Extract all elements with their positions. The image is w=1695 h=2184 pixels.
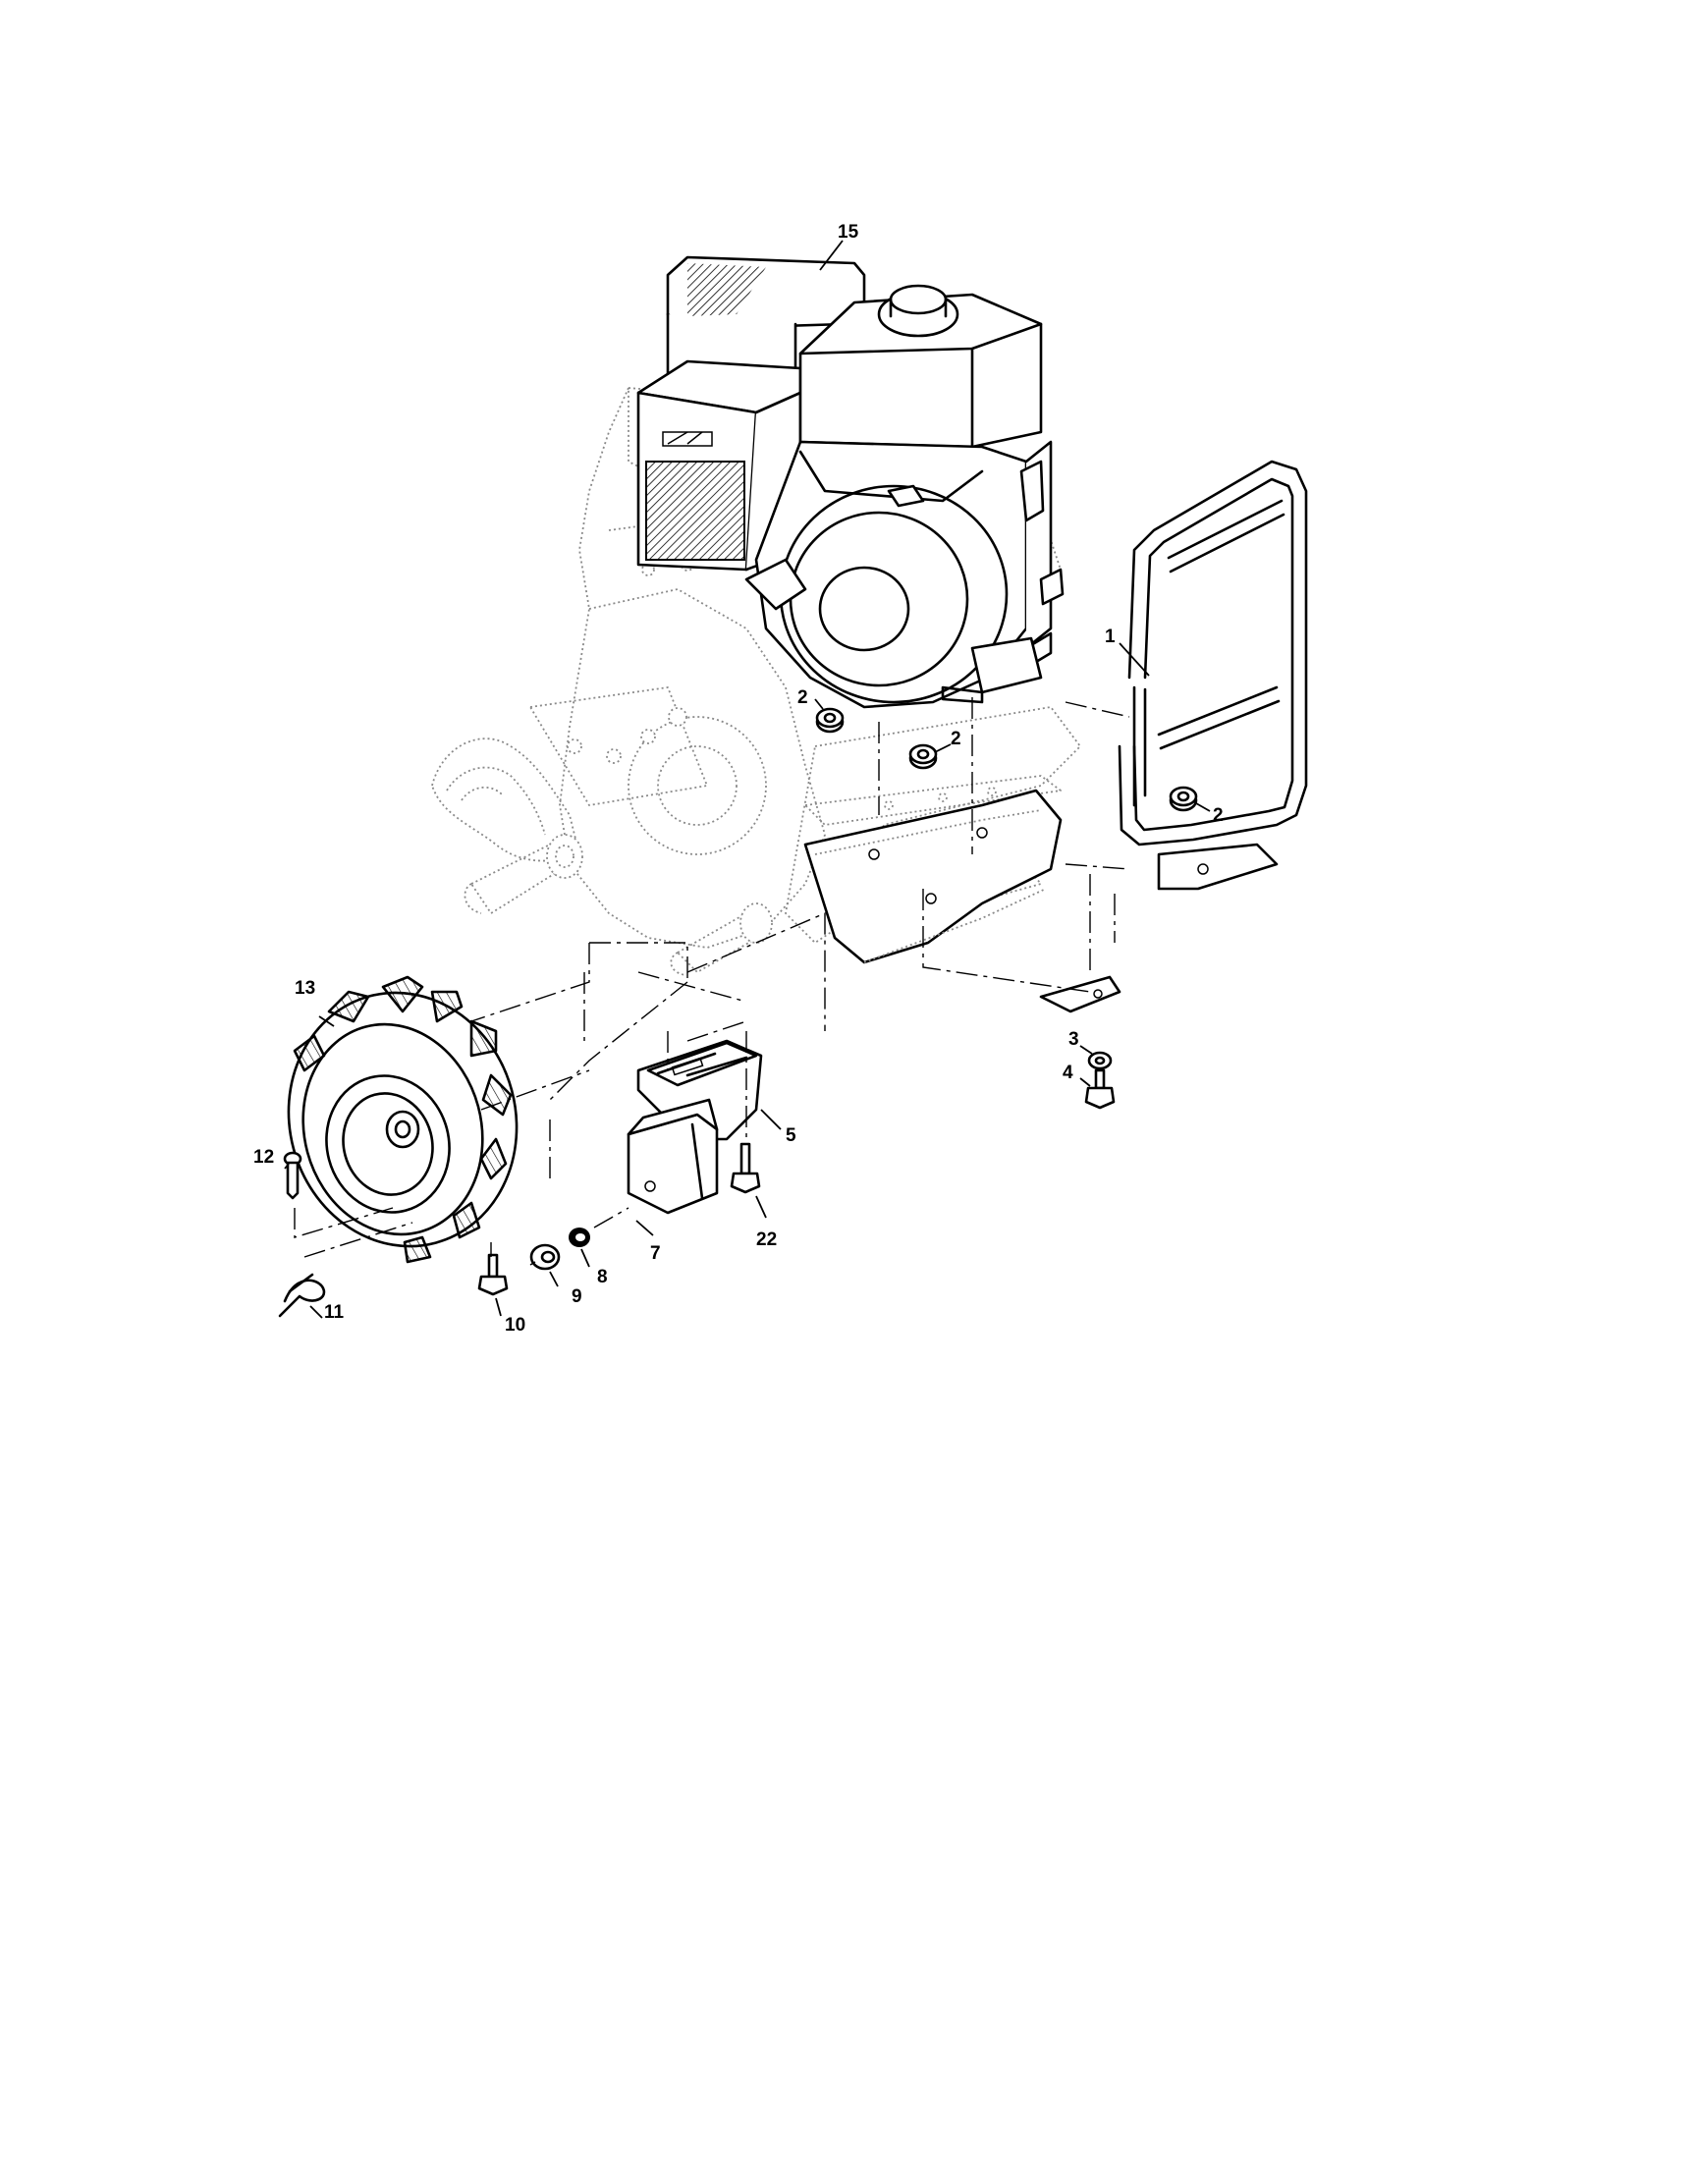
callout-2-a: 2 (797, 687, 808, 708)
callout-11: 11 (324, 1302, 345, 1323)
bolt-4 (1084, 1068, 1116, 1110)
callout-10: 10 (505, 1315, 525, 1336)
callout-12: 12 (253, 1147, 274, 1168)
callout-3: 3 (1068, 1029, 1079, 1050)
hex-nut-a (815, 707, 845, 734)
frame-mount-plate (803, 789, 1063, 964)
bolt-22 (730, 1142, 761, 1194)
handle-bar (1039, 460, 1308, 1013)
callout-8: 8 (597, 1267, 608, 1287)
callout-2-b: 2 (951, 729, 961, 749)
assembly-lines (294, 697, 1130, 1266)
hairpin-clip (278, 1273, 326, 1318)
flat-washer (529, 1243, 561, 1271)
callout-5: 5 (786, 1125, 796, 1146)
clevis-pin (283, 1151, 302, 1200)
bolt-10 (477, 1253, 509, 1296)
hex-nut-c (1169, 786, 1198, 812)
callout-7: 7 (650, 1243, 661, 1264)
cover (627, 1098, 719, 1215)
leader-lines (284, 240, 1211, 1319)
washer (1087, 1051, 1113, 1070)
lock-washer (569, 1228, 590, 1247)
callout-15: 15 (838, 222, 859, 243)
callout-4: 4 (1063, 1063, 1073, 1083)
callout-labels: 15 1 2 2 2 3 4 5 7 8 9 10 11 12 13 22 (253, 222, 1224, 1336)
wheel (287, 975, 519, 1264)
callout-22: 22 (756, 1229, 777, 1250)
callout-1: 1 (1105, 627, 1116, 647)
callout-9: 9 (572, 1286, 582, 1307)
callout-2-c: 2 (1213, 805, 1224, 826)
engine (636, 255, 1065, 709)
hex-nut-b (908, 743, 938, 770)
callout-13: 13 (295, 978, 315, 999)
